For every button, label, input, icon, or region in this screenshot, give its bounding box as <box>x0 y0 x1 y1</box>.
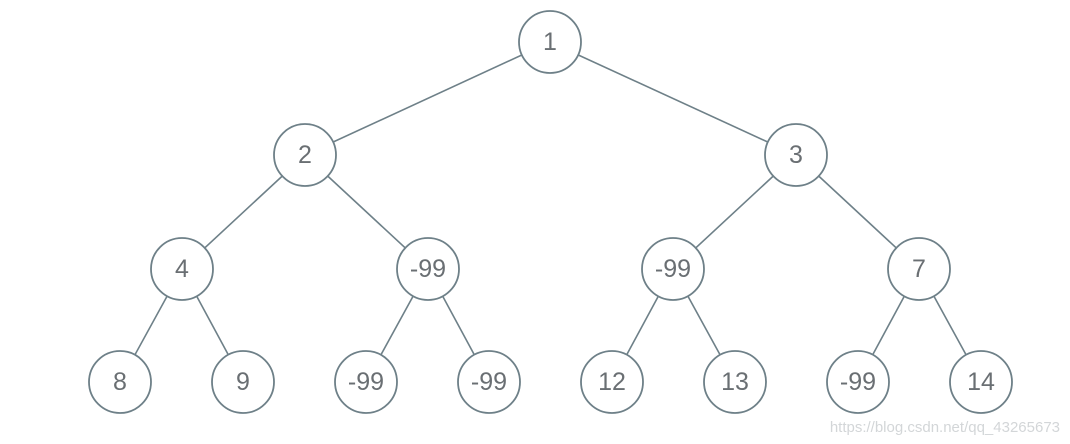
node-circle <box>580 350 644 414</box>
node-circle <box>211 350 275 414</box>
node-label: 2 <box>298 141 312 169</box>
tree-node: -99 <box>641 237 705 301</box>
tree-edges <box>119 41 982 383</box>
node-label: 3 <box>789 141 803 169</box>
tree-node: 12 <box>580 350 644 414</box>
node-circle <box>88 350 152 414</box>
tree-node: 1 <box>518 10 582 74</box>
node-circle <box>703 350 767 414</box>
node-circle <box>641 237 705 301</box>
node-circle <box>518 10 582 74</box>
tree-node: 7 <box>887 237 951 301</box>
node-circle <box>273 123 337 187</box>
node-label: 12 <box>598 368 626 396</box>
tree-node: -99 <box>396 237 460 301</box>
node-label: -99 <box>655 255 691 283</box>
node-label: 1 <box>543 28 557 56</box>
tree-edge-n1-n2 <box>304 41 551 156</box>
tree-node: 3 <box>764 123 828 187</box>
tree-node: 14 <box>949 350 1013 414</box>
tree-node: 13 <box>703 350 767 414</box>
node-circle <box>457 350 521 414</box>
node-label: 4 <box>175 255 189 283</box>
node-label: 8 <box>113 368 127 396</box>
node-label: -99 <box>471 368 507 396</box>
tree-node: 9 <box>211 350 275 414</box>
tree-edge-n1-n3 <box>549 41 797 156</box>
node-label: -99 <box>410 255 446 283</box>
watermark-text: https://blog.csdn.net/qq_43265673 <box>829 419 1060 436</box>
node-label: 9 <box>236 368 250 396</box>
tree-node: -99 <box>457 350 521 414</box>
node-label: 13 <box>721 368 749 396</box>
tree-node: -99 <box>334 350 398 414</box>
node-label: -99 <box>348 368 384 396</box>
node-label: -99 <box>840 368 876 396</box>
node-circle <box>949 350 1013 414</box>
tree-node: 4 <box>150 237 214 301</box>
node-circle <box>334 350 398 414</box>
node-circle <box>887 237 951 301</box>
node-circle <box>826 350 890 414</box>
tree-node: 8 <box>88 350 152 414</box>
node-circle <box>764 123 828 187</box>
node-label: 7 <box>912 255 926 283</box>
tree-node: -99 <box>826 350 890 414</box>
node-label: 14 <box>967 368 995 396</box>
tree-node: 2 <box>273 123 337 187</box>
node-circle <box>150 237 214 301</box>
node-circle <box>396 237 460 301</box>
